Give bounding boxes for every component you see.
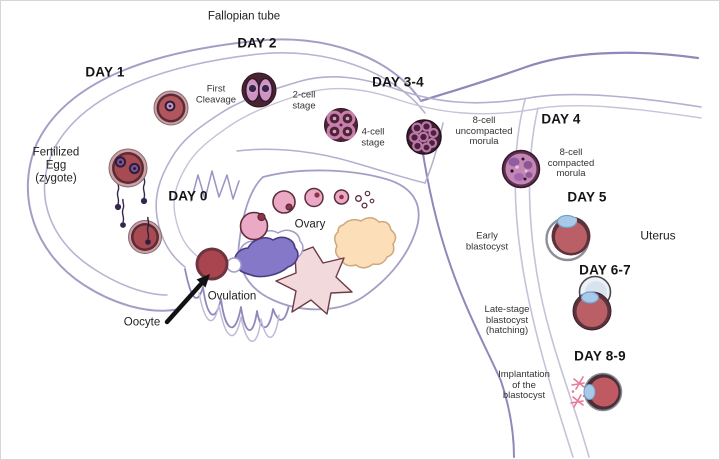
follicle-medium-oocyte [285,203,293,211]
follicle-opening [226,257,242,273]
compacted-morula-cell [501,149,541,189]
corpus-albicans [334,217,397,269]
blastomere [421,142,432,153]
primordial-follicle [361,202,368,209]
primordial-follicle [355,195,362,202]
blastomere [418,131,429,143]
two-cell-stage-cell [241,72,277,108]
first-cleavage-cell [153,90,189,126]
oocyte-cell [195,247,229,281]
blastomere [412,140,423,152]
oocyte-arrow [164,274,210,325]
implantation-spikes [570,376,585,408]
implanting-blastocyst-cell [570,372,623,412]
fallopian-tube-inner-wall-1 [155,76,702,268]
fimbriae-lower-fringe-2 [198,292,280,342]
fertilization-cell [128,216,162,254]
blastomere [411,122,423,134]
primordial-follicle [369,198,375,204]
ovary-pocket-top-wall [236,148,426,184]
corpus-luteum-star [275,246,353,315]
zygote-cell [108,148,148,188]
fallopian-tube-top-wall [419,51,700,103]
ruptured-follicle [233,236,299,278]
uterine-cavity-line-2 [528,107,590,458]
follicle-smaller-oocyte [339,194,344,200]
fimbriae [184,170,290,342]
fimbriae-upper-fringe [190,170,240,202]
inner-cell-mass [583,384,596,400]
primordial-follicle [364,190,371,197]
sperm-head [140,197,148,205]
sperm-tail [121,198,125,223]
fallopian-tube-outer-wall-inner-edge [43,52,426,296]
inner-cell-mass [580,291,600,304]
nucleus [247,83,258,94]
blastomere [421,121,432,132]
follicle-medium [272,190,296,214]
sperm-head-inside-egg [145,239,151,245]
tube-uterus-junction-line [424,122,444,184]
uncompacted-morula-cell [406,119,442,155]
blastomere [409,132,420,143]
follicle-small-oocyte [314,192,320,198]
follicle-large-oocyte [257,212,266,222]
hatching-blastocyst-cell [572,275,612,331]
follicle-small [304,187,324,208]
fallopian-tube-outer-wall [26,38,422,312]
follicles [239,187,375,241]
uterus-left-wall [418,126,515,458]
sperm-head [114,203,122,211]
blastomere [428,127,439,139]
nucleus [260,83,271,94]
sperm-tail-inside-egg [146,216,150,240]
four-cell-stage-cell [324,108,358,142]
fimbriae-lower-fringe-1 [184,268,290,331]
sperm-head [120,222,126,228]
ovary-group [226,169,420,315]
early-blastocyst-cell [545,214,591,262]
